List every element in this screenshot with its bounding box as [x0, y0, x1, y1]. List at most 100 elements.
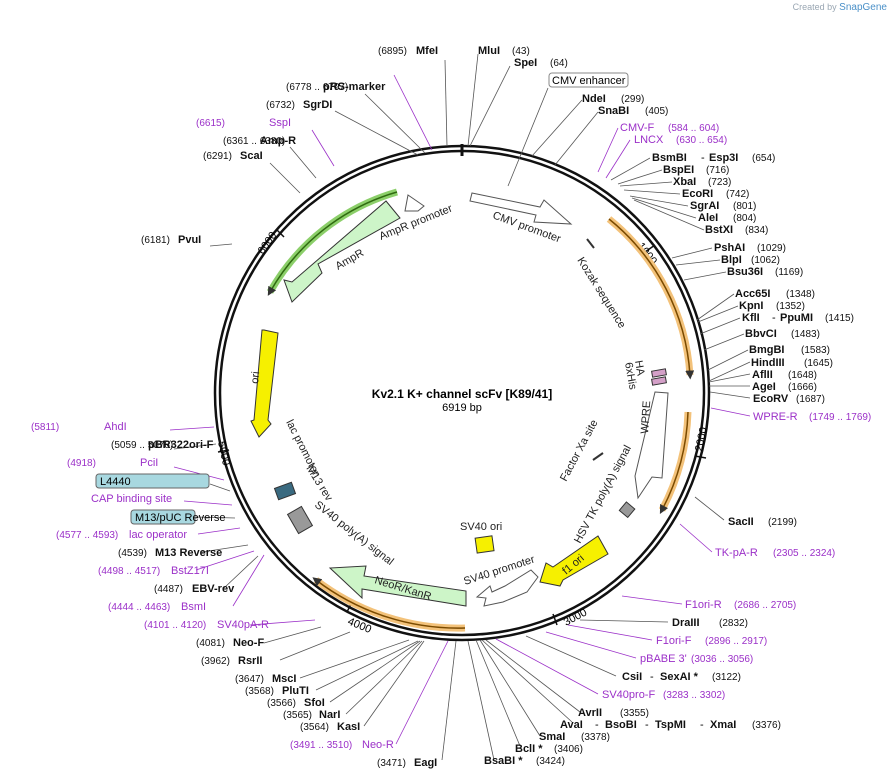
leader-sv40pro — [495, 638, 599, 695]
label-factor-xa: Factor Xa site — [558, 418, 600, 484]
leader-cmv-enh — [507, 87, 549, 187]
cmv-promoter-arrow — [469, 192, 573, 225]
leader-avai — [481, 639, 573, 723]
pos-bcli: (3406) — [554, 744, 583, 755]
enzyme-sspi: SgrDI — [303, 99, 332, 111]
leader-sv40pa — [232, 554, 265, 607]
sv40-promoter-arrow — [475, 569, 539, 607]
leader-hindiii — [708, 361, 751, 382]
leader-sfoi — [329, 640, 421, 703]
label-sv40-ori: SV40 ori — [460, 521, 502, 533]
amp-arc — [266, 188, 398, 294]
leader-bsabi — [467, 640, 495, 761]
enzyme-bstz17i: M13 Reverse — [155, 547, 222, 559]
dash-1: - — [701, 152, 705, 164]
pos-snabi: (405) — [645, 106, 668, 117]
leader-scai — [289, 146, 317, 179]
label-lac-promoter: lac promoter — [283, 418, 322, 478]
enzyme-blpi: BlpI — [721, 254, 742, 266]
pos-scai: (6361 .. 6380) — [223, 136, 285, 147]
lac-operator-box — [130, 509, 196, 525]
insert-arc — [606, 216, 694, 376]
pos-kpni: (1352) — [776, 301, 805, 312]
pos-ebv-rev: (4498 .. 4517) — [98, 566, 160, 577]
enzyme-rsrii: Neo-F — [233, 637, 264, 649]
pos-ecori: (742) — [726, 189, 749, 200]
leader-kasi — [363, 640, 425, 727]
pos-bsu36i: (1169) — [775, 267, 803, 278]
pos-bsshii: (3962) — [201, 656, 230, 667]
insert-arc-line — [608, 218, 695, 380]
primer-f1ori-f: F1ori-F — [656, 635, 692, 647]
pos-sacii: (2199) — [768, 517, 797, 528]
leader-m13rev — [197, 527, 241, 535]
enzyme-avrii: AvrII — [578, 707, 602, 719]
pos-pvui: (6291) — [203, 151, 232, 162]
pos-mfei: (6895) — [378, 46, 407, 57]
enzyme-nari: NarI — [319, 709, 340, 721]
pos-eagi: (3471) — [377, 758, 406, 769]
plasmid-size: 6919 bp — [442, 402, 482, 414]
leader-pbr — [169, 426, 215, 431]
enzyme-ppumi: PpuMI — [780, 312, 813, 324]
enzyme-hindiii: HindIII — [751, 357, 785, 369]
leader-bstxi — [633, 199, 705, 231]
enzyme-xbai: XbaI — [673, 176, 696, 188]
leader-bstz — [201, 544, 249, 553]
tick-label-4000: 4000 — [346, 616, 373, 636]
pos-bspei: (716) — [706, 165, 729, 176]
leader-ecori — [623, 189, 681, 195]
kozak-mark — [586, 238, 595, 249]
leader-smai — [479, 639, 541, 737]
label-wpre: WPRE — [639, 400, 653, 434]
pos-pbr322ori-f: (5811) — [31, 422, 59, 433]
dash-4: - — [595, 719, 599, 731]
enzyme-mlui: MluI — [478, 45, 500, 57]
pos-amp-r: (6615) — [196, 118, 225, 129]
leader-neof — [249, 619, 316, 626]
pos-blpi: (1062) — [751, 255, 780, 266]
pos-nari: (3565) — [283, 710, 312, 721]
pos-hindiii: (1645) — [804, 358, 833, 369]
leader-cmvf — [597, 127, 619, 173]
cap-binding-site-box — [95, 473, 210, 489]
enzyme-kpni: KpnI — [739, 300, 763, 312]
ha-tag-box — [651, 368, 667, 378]
leader-bsmi — [223, 555, 259, 589]
leader-m13puc — [183, 500, 233, 506]
label-ori: ori — [249, 371, 262, 384]
pos-draiii: (2832) — [719, 618, 748, 629]
pos-bsmi: (4487) — [154, 584, 183, 595]
enzyme-aflii: AflII — [752, 369, 773, 381]
pos-bstxi: (834) — [745, 225, 768, 236]
enzyme-bsu36i: Bsu36I — [727, 266, 763, 278]
pos-m13-reverse: (4577 .. 4593) — [56, 530, 118, 541]
snapgene-credit: Created by SnapGene — [793, 2, 887, 13]
enzyme-snabi: SnaBI — [598, 105, 629, 117]
tick-label-2000: 2000 — [693, 426, 710, 452]
enzyme-draiii: DraIII — [672, 617, 700, 629]
leader-blpi — [675, 259, 721, 266]
amp-arc-line — [267, 191, 398, 296]
primer-lncx: LNCX — [634, 134, 664, 146]
pos-acc65i: (1348) — [786, 289, 815, 300]
pos-ecorv: (1687) — [796, 394, 825, 405]
primer-cmv-f: CMV-F — [620, 122, 655, 134]
pos-sspi: (6732) — [266, 100, 295, 111]
enzyme-alei: AleI — [698, 212, 718, 224]
neo-arc-line — [312, 577, 466, 629]
leader-bmgbi — [707, 349, 749, 371]
primer-tk-pa-r: TK-pA-R — [715, 547, 758, 559]
pos-msci: (3647) — [235, 674, 264, 685]
primer-neo-f: SV40pA-R — [217, 619, 269, 631]
enzyme-bsmi: EBV-rev — [192, 583, 235, 595]
primer-sv40pa-r: BsmI — [181, 601, 206, 613]
pos-agei: (1666) — [788, 382, 817, 393]
leader-ampr — [311, 129, 335, 167]
credit-text: Created by — [792, 2, 837, 12]
enzyme-pluti: PluTI — [282, 685, 309, 697]
leader-bsmbi — [610, 157, 651, 181]
label-cmv-enhancer: CMV enhancer — [552, 75, 626, 87]
leader-bsu36i — [683, 271, 727, 281]
